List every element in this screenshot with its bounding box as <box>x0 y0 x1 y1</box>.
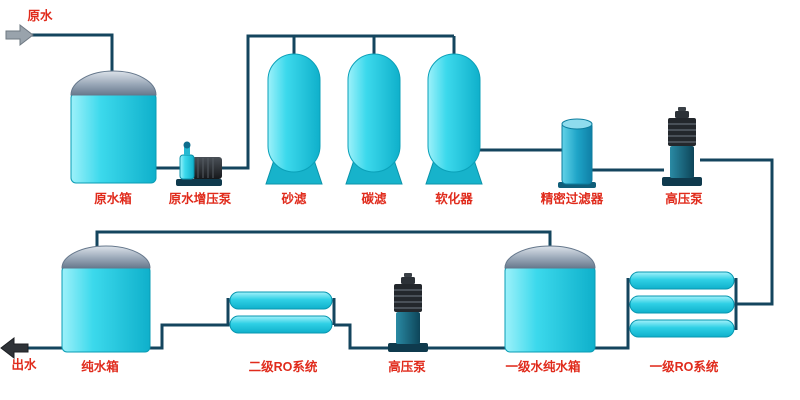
pipe-ro1-to-stage1-tank <box>595 278 630 350</box>
high-pressure-pump-bottom <box>387 272 429 353</box>
high-pressure-pump-top <box>661 106 703 187</box>
stage1-ro-label: 一级RO系统 <box>650 359 719 374</box>
carbon-filter-label: 碳滤 <box>361 191 387 206</box>
softener-vessel <box>425 53 483 185</box>
pipe-top-transfer-line <box>95 230 552 250</box>
stage2-ro-label: 二级RO系统 <box>249 359 318 374</box>
raw-water-booster-pump <box>176 141 222 186</box>
high-pressure-pump-bottom-label: 高压泵 <box>388 359 426 374</box>
raw-water-tank-label: 原水箱 <box>94 191 132 206</box>
stage1-pure-water-tank-label: 一级水纯水箱 <box>505 359 581 374</box>
sand-filter-label: 砂滤 <box>280 191 307 206</box>
softener-label: 软化器 <box>435 191 473 206</box>
raw-water-label: 原水 <box>27 8 53 23</box>
stage2-ro-system <box>229 291 333 334</box>
pure-water-tank <box>61 245 151 353</box>
pipe-booster-to-filters-header <box>220 34 454 170</box>
water-outlet-label: 出水 <box>11 357 37 372</box>
raw-water-inlet-arrow-icon <box>5 23 34 47</box>
stage1-ro-system <box>629 271 735 338</box>
water-outlet-arrow-icon <box>0 336 29 360</box>
labels-layer: 原水 原水箱 原水增压泵 砂滤 碳滤 软化器 精密过滤器 高压泵 出水 纯水箱 … <box>11 8 718 374</box>
pipe-pump1-to-ro1 <box>700 158 774 306</box>
precision-filter-label: 精密过滤器 <box>541 191 604 206</box>
sand-filter-vessel <box>265 53 323 185</box>
precision-filter <box>558 118 596 188</box>
high-pressure-pump-top-label: 高压泵 <box>665 191 703 206</box>
booster-pump-label: 原水增压泵 <box>169 191 232 206</box>
pipe-pump2-to-ro2 <box>334 323 390 350</box>
pipe-ro2-to-purewater-tank <box>150 298 230 350</box>
raw-water-tank <box>70 70 157 184</box>
carbon-filter-vessel <box>345 53 403 185</box>
stage1-pure-water-tank <box>504 245 596 353</box>
pure-water-tank-label: 纯水箱 <box>81 359 119 374</box>
pipe-network <box>26 33 774 350</box>
pipe-raw-inlet <box>28 33 114 75</box>
